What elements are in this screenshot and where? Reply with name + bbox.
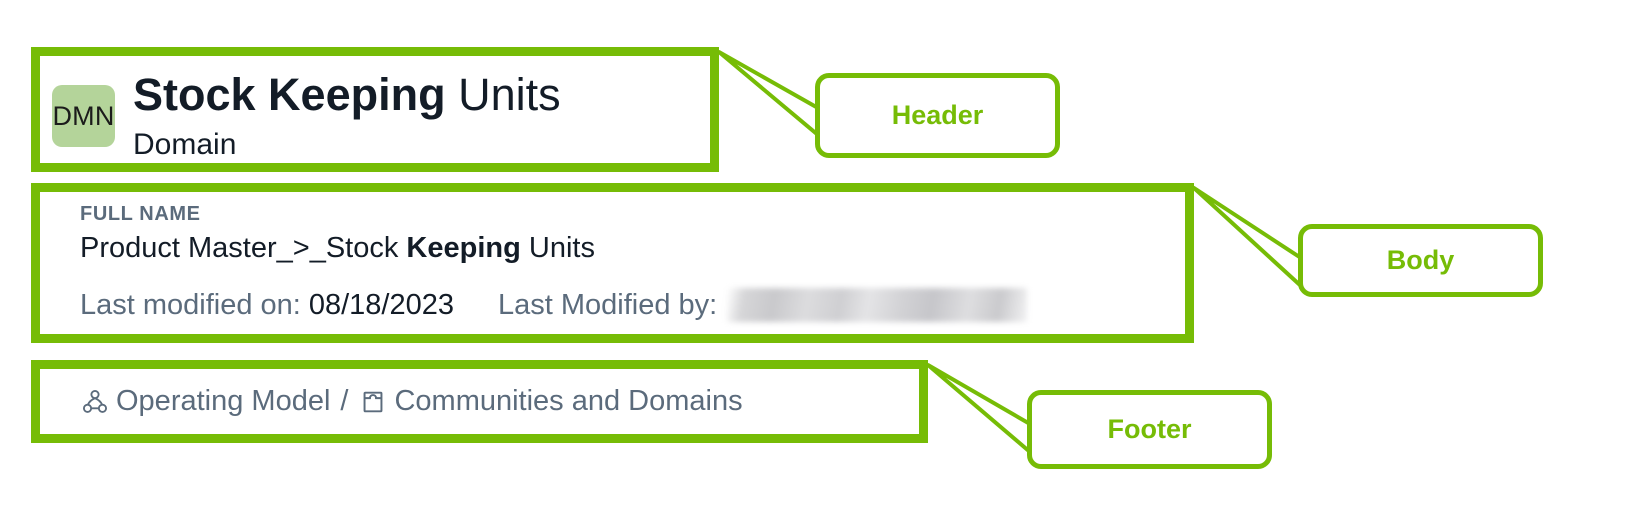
asset-type-label: Domain: [133, 128, 237, 161]
last-modified-by-label: Last Modified by:: [498, 288, 718, 321]
body-section-outline: FULL NAME Product Master_>_Stock Keeping…: [31, 183, 1194, 343]
breadcrumb-item-communities-and-domains[interactable]: Communities and Domains: [358, 385, 743, 418]
callout-label-header: Header: [815, 73, 1060, 158]
full-name-highlight: Keeping: [406, 232, 521, 264]
header-content: DMN Stock Keeping Units Domain: [40, 56, 710, 163]
footer-section-outline: Operating Model / Communities and Domain…: [31, 360, 928, 443]
breadcrumb-separator: /: [340, 385, 349, 417]
header-text-group: Stock Keeping Units Domain: [133, 68, 561, 163]
metadata-row: Last modified on: 08/18/2023 Last Modifi…: [80, 288, 1028, 322]
breadcrumb-label-communities-and-domains: Communities and Domains: [394, 385, 743, 417]
full-name-field-value: Product Master_>_Stock Keeping Units: [80, 228, 1185, 268]
breadcrumb: Operating Model / Communities and Domain…: [40, 369, 919, 434]
last-modified-by-redacted-value: [727, 288, 1028, 322]
breadcrumb-label-operating-model: Operating Model: [116, 385, 331, 417]
domain-archway-icon: [358, 387, 388, 417]
header-section-outline: DMN Stock Keeping Units Domain: [31, 47, 719, 172]
page-title-regular: Units: [445, 69, 561, 120]
last-modified-on-value: 08/18/2023: [308, 288, 455, 321]
callout-label-body: Body: [1298, 224, 1543, 297]
breadcrumb-item-operating-model[interactable]: Operating Model: [80, 385, 330, 418]
asset-type-badge: DMN: [52, 85, 115, 147]
last-modified-on-label: Last modified on:: [80, 288, 301, 321]
page-title: Stock Keeping Units: [133, 70, 561, 120]
community-people-icon: [80, 387, 110, 417]
full-name-field-label: FULL NAME: [80, 203, 201, 225]
page-title-bold: Stock Keeping: [133, 69, 446, 120]
callout-label-footer: Footer: [1027, 390, 1272, 469]
full-name-prefix: Product Master_>_Stock: [80, 232, 407, 264]
body-content: FULL NAME Product Master_>_Stock Keeping…: [40, 192, 1185, 334]
full-name-suffix: Units: [520, 232, 595, 264]
